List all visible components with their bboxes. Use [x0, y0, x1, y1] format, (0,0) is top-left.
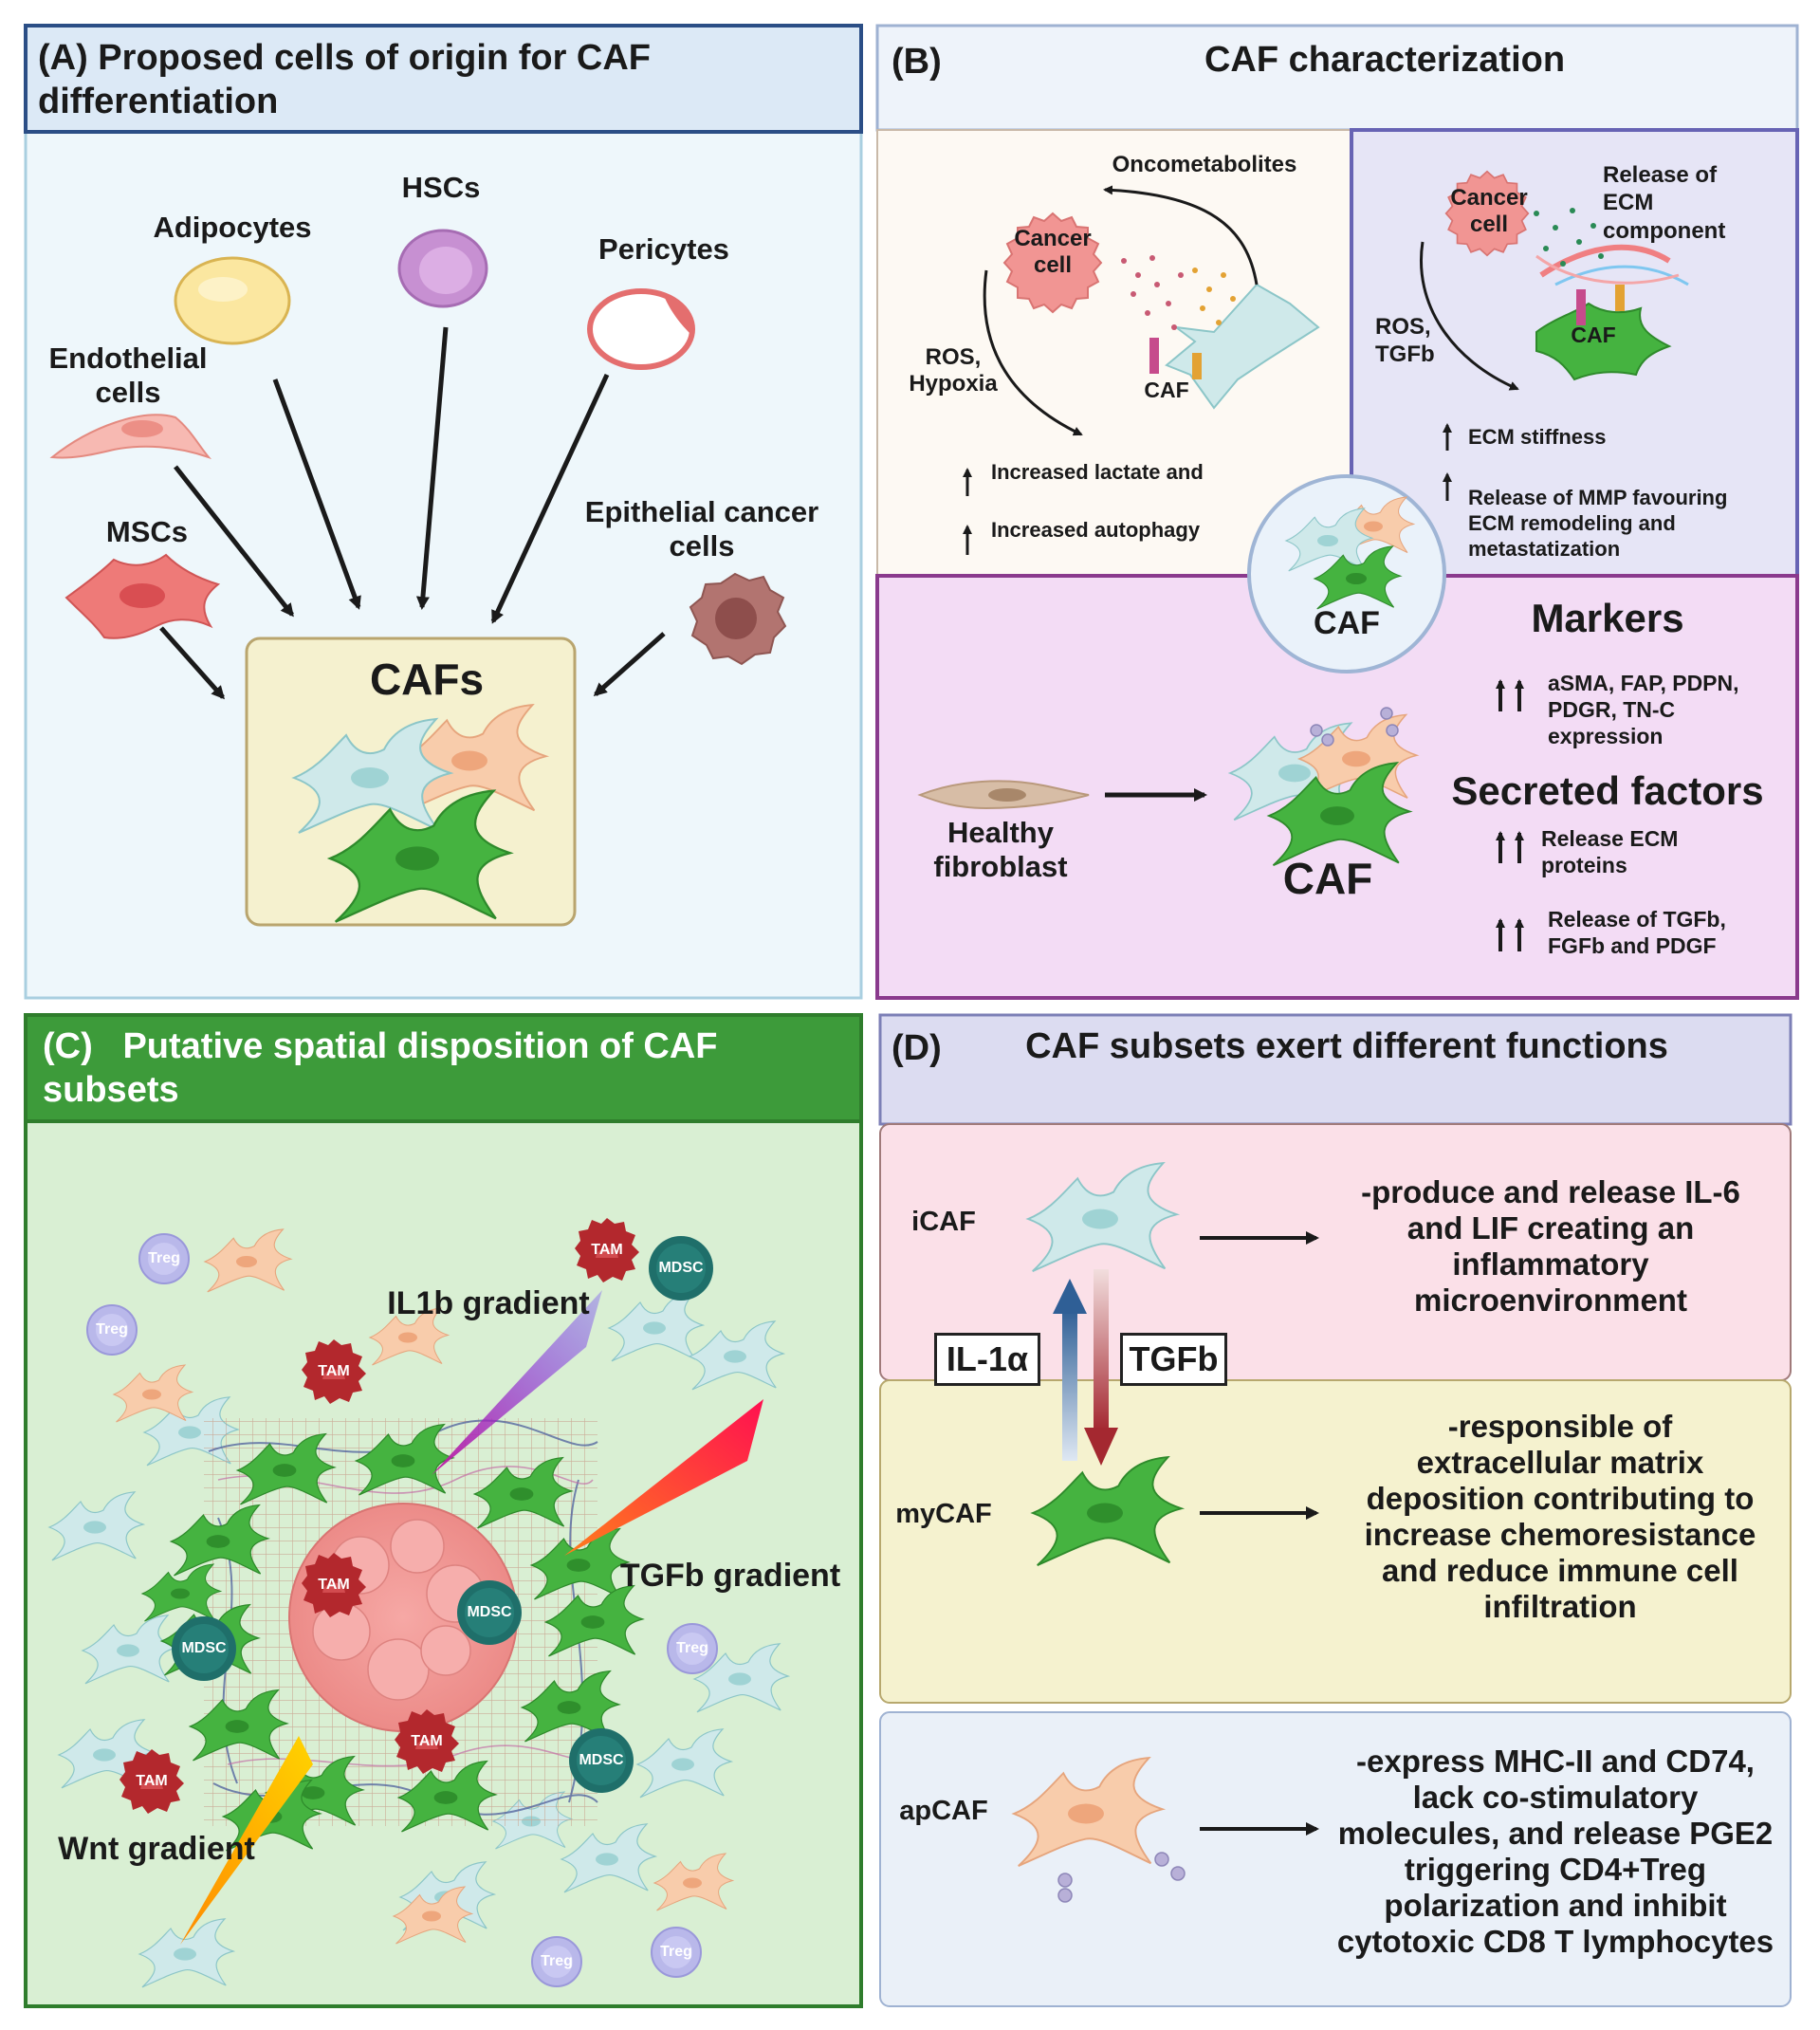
- caf-ecm-label: CAF: [1571, 323, 1616, 347]
- marker-up-arrows: [1496, 679, 1524, 951]
- panel-c-header-box: [24, 1013, 863, 1123]
- wnt-gradient-label: Wnt gradient: [58, 1831, 255, 1867]
- mdsc-label: MDSC: [467, 1604, 512, 1620]
- il1a-label: IL-1α: [934, 1333, 1040, 1386]
- panel-b-title: CAF characterization: [1204, 40, 1566, 80]
- ecm-stiffness-label: ECM stiffness: [1468, 425, 1607, 449]
- markers-text: aSMA, FAP, PDPN, PDGR, TN-C expression: [1548, 671, 1739, 749]
- cafs-label: CAFs: [369, 655, 485, 704]
- apcaf-description: -express MHC-II and CD74, lack co-stimul…: [1336, 1744, 1774, 1959]
- panel-d-letter: (D): [892, 1028, 942, 1068]
- icaf-label: iCAF: [911, 1207, 976, 1237]
- panel-d-title: CAF subsets exert different functions: [1025, 1026, 1668, 1066]
- caf-metabolic-label: CAF: [1144, 378, 1189, 402]
- pericytes-label: Pericytes: [598, 232, 729, 266]
- oncometabolites-label: Oncometabolites: [1112, 152, 1297, 177]
- panel-d-header-box: [878, 1013, 1792, 1126]
- panel-d-arrows: [1200, 1231, 1319, 1836]
- ros-hypoxia-label: ROS, Hypoxia: [909, 344, 998, 397]
- tgfb-label: TGFb: [1120, 1333, 1227, 1386]
- center-caf-label: CAF: [1314, 605, 1380, 641]
- wnt-gradient: [180, 1736, 313, 1945]
- endothelial-label: Endothelial cells: [48, 341, 208, 409]
- tam-label: TAM: [136, 1773, 168, 1789]
- mdsc-label: MDSC: [579, 1752, 624, 1768]
- tam-label: TAM: [318, 1577, 350, 1593]
- panel-a-title: (A) Proposed cells of origin for CAF dif…: [38, 38, 652, 122]
- markers-title: Markers: [1531, 596, 1684, 640]
- panel-b-header-box: [875, 24, 1799, 132]
- panel-d-mycaf-box: [879, 1379, 1792, 1704]
- il1b-gradient-label: IL1b gradient: [387, 1285, 590, 1321]
- mmp-label: Release of MMP favouring ECM remodeling …: [1468, 486, 1728, 561]
- treg-label: Treg: [96, 1321, 128, 1338]
- cancer-cell-label-metabolic: Cancer cell: [1014, 226, 1092, 278]
- ecm-release-label: Release of ECM component: [1603, 162, 1726, 244]
- treg-label: Treg: [660, 1944, 692, 1960]
- oncometabolite-dots: [1121, 255, 1184, 330]
- apcaf-label: apCAF: [899, 1796, 988, 1826]
- ros-tgfb-label: ROS, TGFb: [1375, 314, 1435, 368]
- tam-label: TAM: [591, 1242, 623, 1258]
- il1b-gradient: [432, 1290, 602, 1475]
- lactate-label: Increased lactate and: [991, 460, 1204, 484]
- tgfb-arrow: [1094, 1269, 1109, 1430]
- panel-b-letter: (B): [892, 42, 942, 82]
- caf-metabolic: [1165, 283, 1320, 410]
- treg-label: Treg: [676, 1640, 708, 1656]
- panel-a-header-box: [24, 24, 863, 134]
- tam-label: TAM: [318, 1363, 350, 1379]
- il1a-arrow: [1062, 1309, 1077, 1461]
- caf-big-label: CAF: [1282, 854, 1373, 903]
- secreted-title: Secreted factors: [1451, 768, 1764, 813]
- secreted-text-2: Release of TGFb, FGFb and PDGF: [1548, 907, 1726, 959]
- mycaf-label: myCAF: [895, 1499, 992, 1529]
- treg-label: Treg: [148, 1250, 180, 1266]
- hscs-label: HSCs: [401, 171, 481, 204]
- cancer-cell-label-ecm: Cancer cell: [1450, 185, 1528, 237]
- caf-ecm: [1535, 302, 1672, 381]
- tgfb-gradient-label: TGFb gradient: [619, 1558, 841, 1594]
- mscs-label: MSCs: [105, 515, 189, 548]
- secreted-text-1: Release ECM proteins: [1541, 826, 1679, 878]
- autophagy-label: Increased autophagy: [991, 518, 1201, 542]
- tam-label: TAM: [411, 1733, 443, 1749]
- treg-label: Treg: [541, 1953, 573, 1969]
- pericyte-cell: [587, 288, 695, 370]
- icaf-description: -produce and release IL-6 and LIF creati…: [1361, 1174, 1740, 1318]
- healthy-fibroblast-label: Healthy fibroblast: [933, 816, 1068, 883]
- epithelial-label: Epithelial cancer cells: [584, 495, 819, 563]
- panel-c-title-text: Putative spatial disposition of CAF subs…: [43, 1026, 718, 1111]
- mdsc-label: MDSC: [181, 1640, 227, 1656]
- panel-c-title: (C) Putative spatial disposition of CAF …: [43, 1024, 782, 1113]
- endothelial-cell: [49, 414, 212, 460]
- panel-c-letter: (C): [43, 1026, 93, 1066]
- adipocytes-label: Adipocytes: [153, 211, 312, 244]
- panel-a-arrows: [159, 326, 666, 700]
- mycaf-description: -responsible of extracellular matrix dep…: [1364, 1409, 1756, 1624]
- tgfb-gradient: [564, 1399, 763, 1556]
- mdsc-label: MDSC: [658, 1260, 704, 1276]
